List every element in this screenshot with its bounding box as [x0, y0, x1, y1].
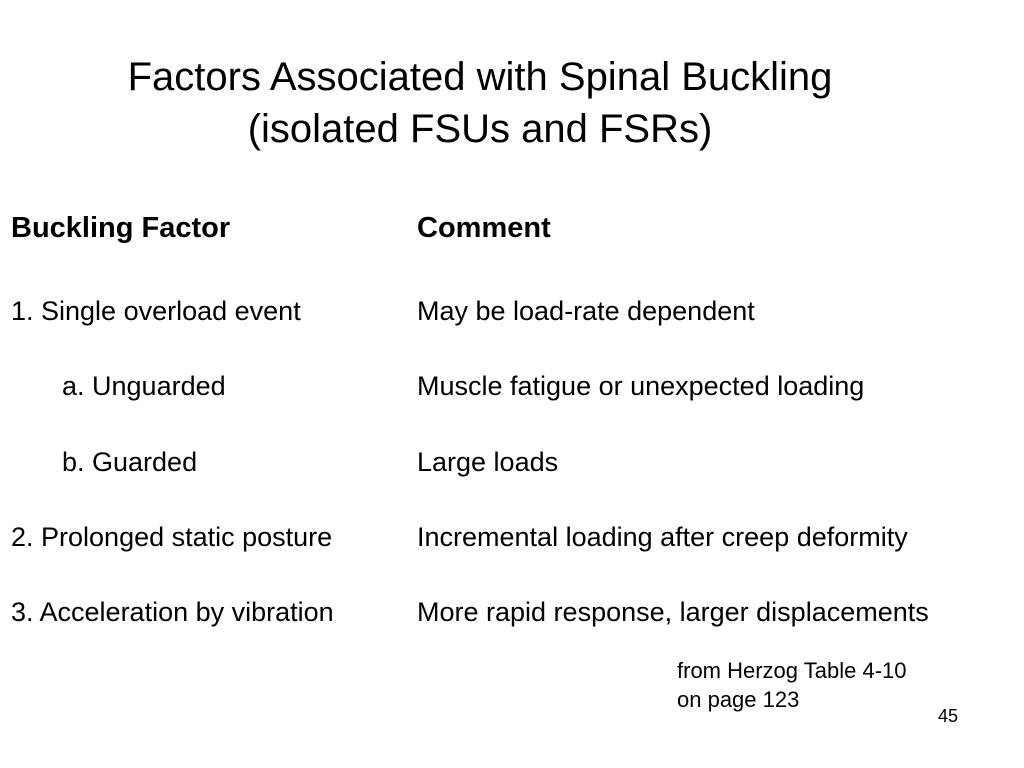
comment-cell: Incremental loading after creep deformit…: [417, 522, 908, 552]
factor-cell: 2. Prolonged static posture: [11, 522, 333, 552]
factor-cell: b. Guarded: [62, 447, 198, 477]
factor-cell: a. Unguarded: [62, 371, 226, 401]
comment-cell: Large loads: [417, 447, 559, 477]
slide-subtitle: (isolated FSUs and FSRs): [247, 107, 713, 151]
comment-cell: May be load-rate dependent: [417, 296, 755, 326]
slide-title: Factors Associated with Spinal Buckling: [127, 55, 833, 99]
source-note: from Herzog Table 4-10 on page 123: [677, 656, 907, 714]
factor-cell: 1. Single overload event: [11, 296, 301, 326]
comment-cell: More rapid response, larger displacement…: [417, 597, 929, 627]
source-note-line-2: on page 123: [677, 687, 800, 712]
comment-cell: Muscle fatigue or unexpected loading: [417, 371, 865, 401]
factor-cell: 3. Acceleration by vibration: [11, 597, 334, 627]
column-header-comment: Comment: [417, 212, 551, 244]
column-header-buckling-factor: Buckling Factor: [11, 212, 231, 244]
slide-number: 45: [938, 706, 959, 726]
source-note-line-1: from Herzog Table 4-10: [677, 658, 907, 683]
